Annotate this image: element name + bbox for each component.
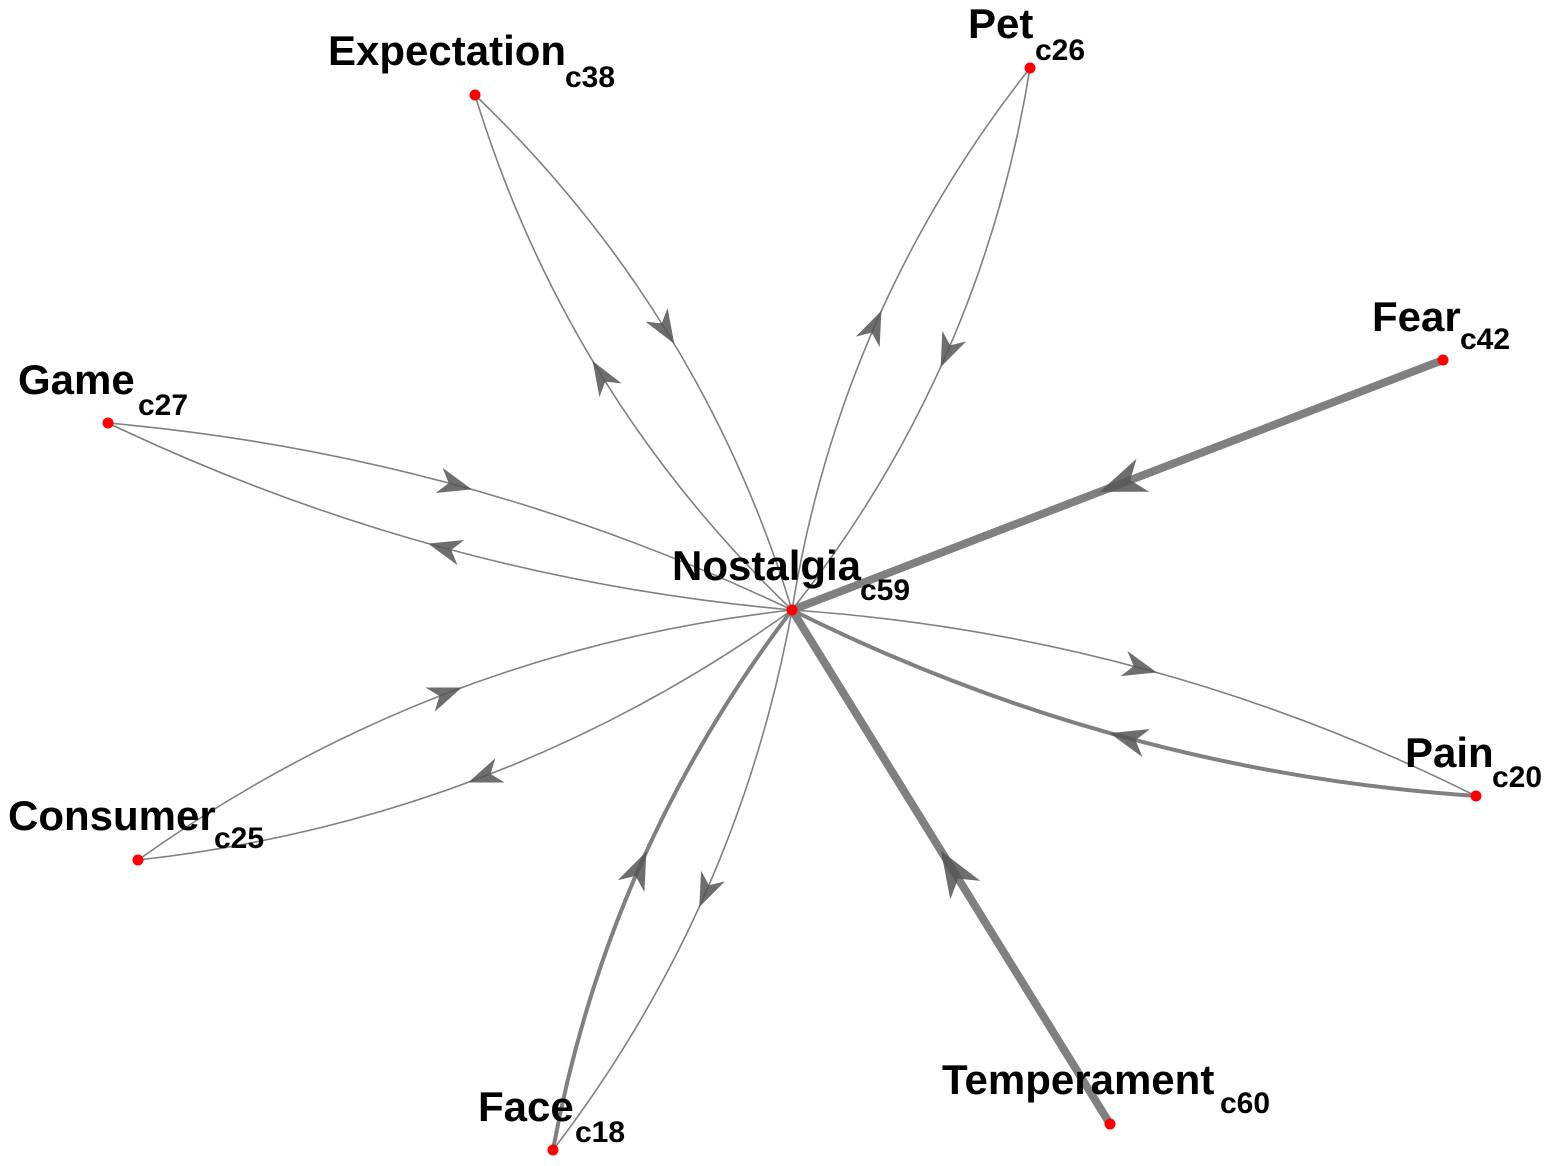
arrowhead-icon — [435, 467, 472, 493]
node-code: c26 — [1035, 34, 1085, 67]
edge-nostalgia-to-game — [107, 422, 793, 611]
node-label: Nostalgia — [672, 542, 862, 589]
edge-fear-to-nostalgia — [790, 356, 1445, 614]
node-label: Face — [478, 1083, 574, 1130]
arrowhead-icon — [645, 308, 675, 344]
arrowhead-icon — [940, 330, 967, 368]
arrowhead-icon — [855, 310, 882, 348]
node-dot[interactable] — [547, 1144, 559, 1156]
edge-line — [474, 94, 793, 611]
node-code: c18 — [575, 1116, 625, 1149]
edge-nostalgia-to-expectation — [474, 94, 793, 611]
node-dot[interactable] — [1024, 62, 1036, 74]
arrowhead-icon — [468, 758, 505, 783]
arrowhead-icon — [940, 850, 981, 900]
edges-layer — [107, 67, 1477, 1151]
node-code: c60 — [1220, 1087, 1270, 1120]
node-dot[interactable] — [469, 89, 481, 101]
node-dot[interactable] — [786, 604, 798, 616]
node-dot[interactable] — [132, 854, 144, 866]
node-label: Temperament — [942, 1056, 1214, 1103]
node-code: c25 — [214, 822, 264, 855]
edge-nostalgia-to-face — [552, 609, 793, 1151]
node-dot[interactable] — [1470, 790, 1482, 802]
node-code: c20 — [1492, 761, 1542, 794]
edge-line — [551, 608, 794, 1151]
edge-line — [791, 609, 1477, 797]
arrowhead-icon — [1120, 651, 1157, 677]
node-dot[interactable] — [102, 417, 114, 429]
edge-line — [791, 608, 1477, 798]
node-code: c27 — [138, 389, 188, 422]
arrowhead-icon — [1109, 729, 1151, 758]
edge-line — [552, 609, 793, 1151]
edge-game-to-nostalgia — [107, 422, 793, 611]
edge-nostalgia-to-pet — [791, 67, 1031, 611]
node-label: Pain — [1405, 729, 1494, 776]
edge-nostalgia-to-pain — [791, 609, 1477, 797]
edge-temperament-to-nostalgia — [788, 607, 1114, 1127]
edge-line — [474, 94, 793, 611]
edge-pain-to-nostalgia — [791, 608, 1477, 798]
node-label: Consumer — [8, 792, 216, 839]
arrowhead-icon — [428, 540, 465, 566]
node-label: Pet — [968, 0, 1033, 47]
node-code: c38 — [565, 61, 615, 94]
node-code: c42 — [1460, 323, 1510, 356]
node-code: c59 — [860, 574, 910, 607]
edge-expectation-to-nostalgia — [474, 94, 793, 611]
edge-consumer-to-nostalgia — [137, 609, 793, 861]
node-label: Expectation — [328, 27, 566, 74]
arrowhead-icon — [425, 687, 462, 712]
edge-nostalgia-to-consumer — [137, 609, 793, 861]
edge-pet-to-nostalgia — [791, 67, 1031, 611]
arrowhead-icon — [699, 870, 725, 908]
edge-face-to-nostalgia — [551, 608, 794, 1151]
arrowhead-icon — [592, 361, 622, 397]
node-label: Game — [18, 356, 135, 403]
node-dot[interactable] — [1104, 1118, 1116, 1130]
node-label: Fear — [1372, 293, 1461, 340]
arrowhead-icon — [1099, 458, 1150, 492]
arrowhead-icon — [617, 851, 647, 893]
node-dot[interactable] — [1437, 354, 1449, 366]
